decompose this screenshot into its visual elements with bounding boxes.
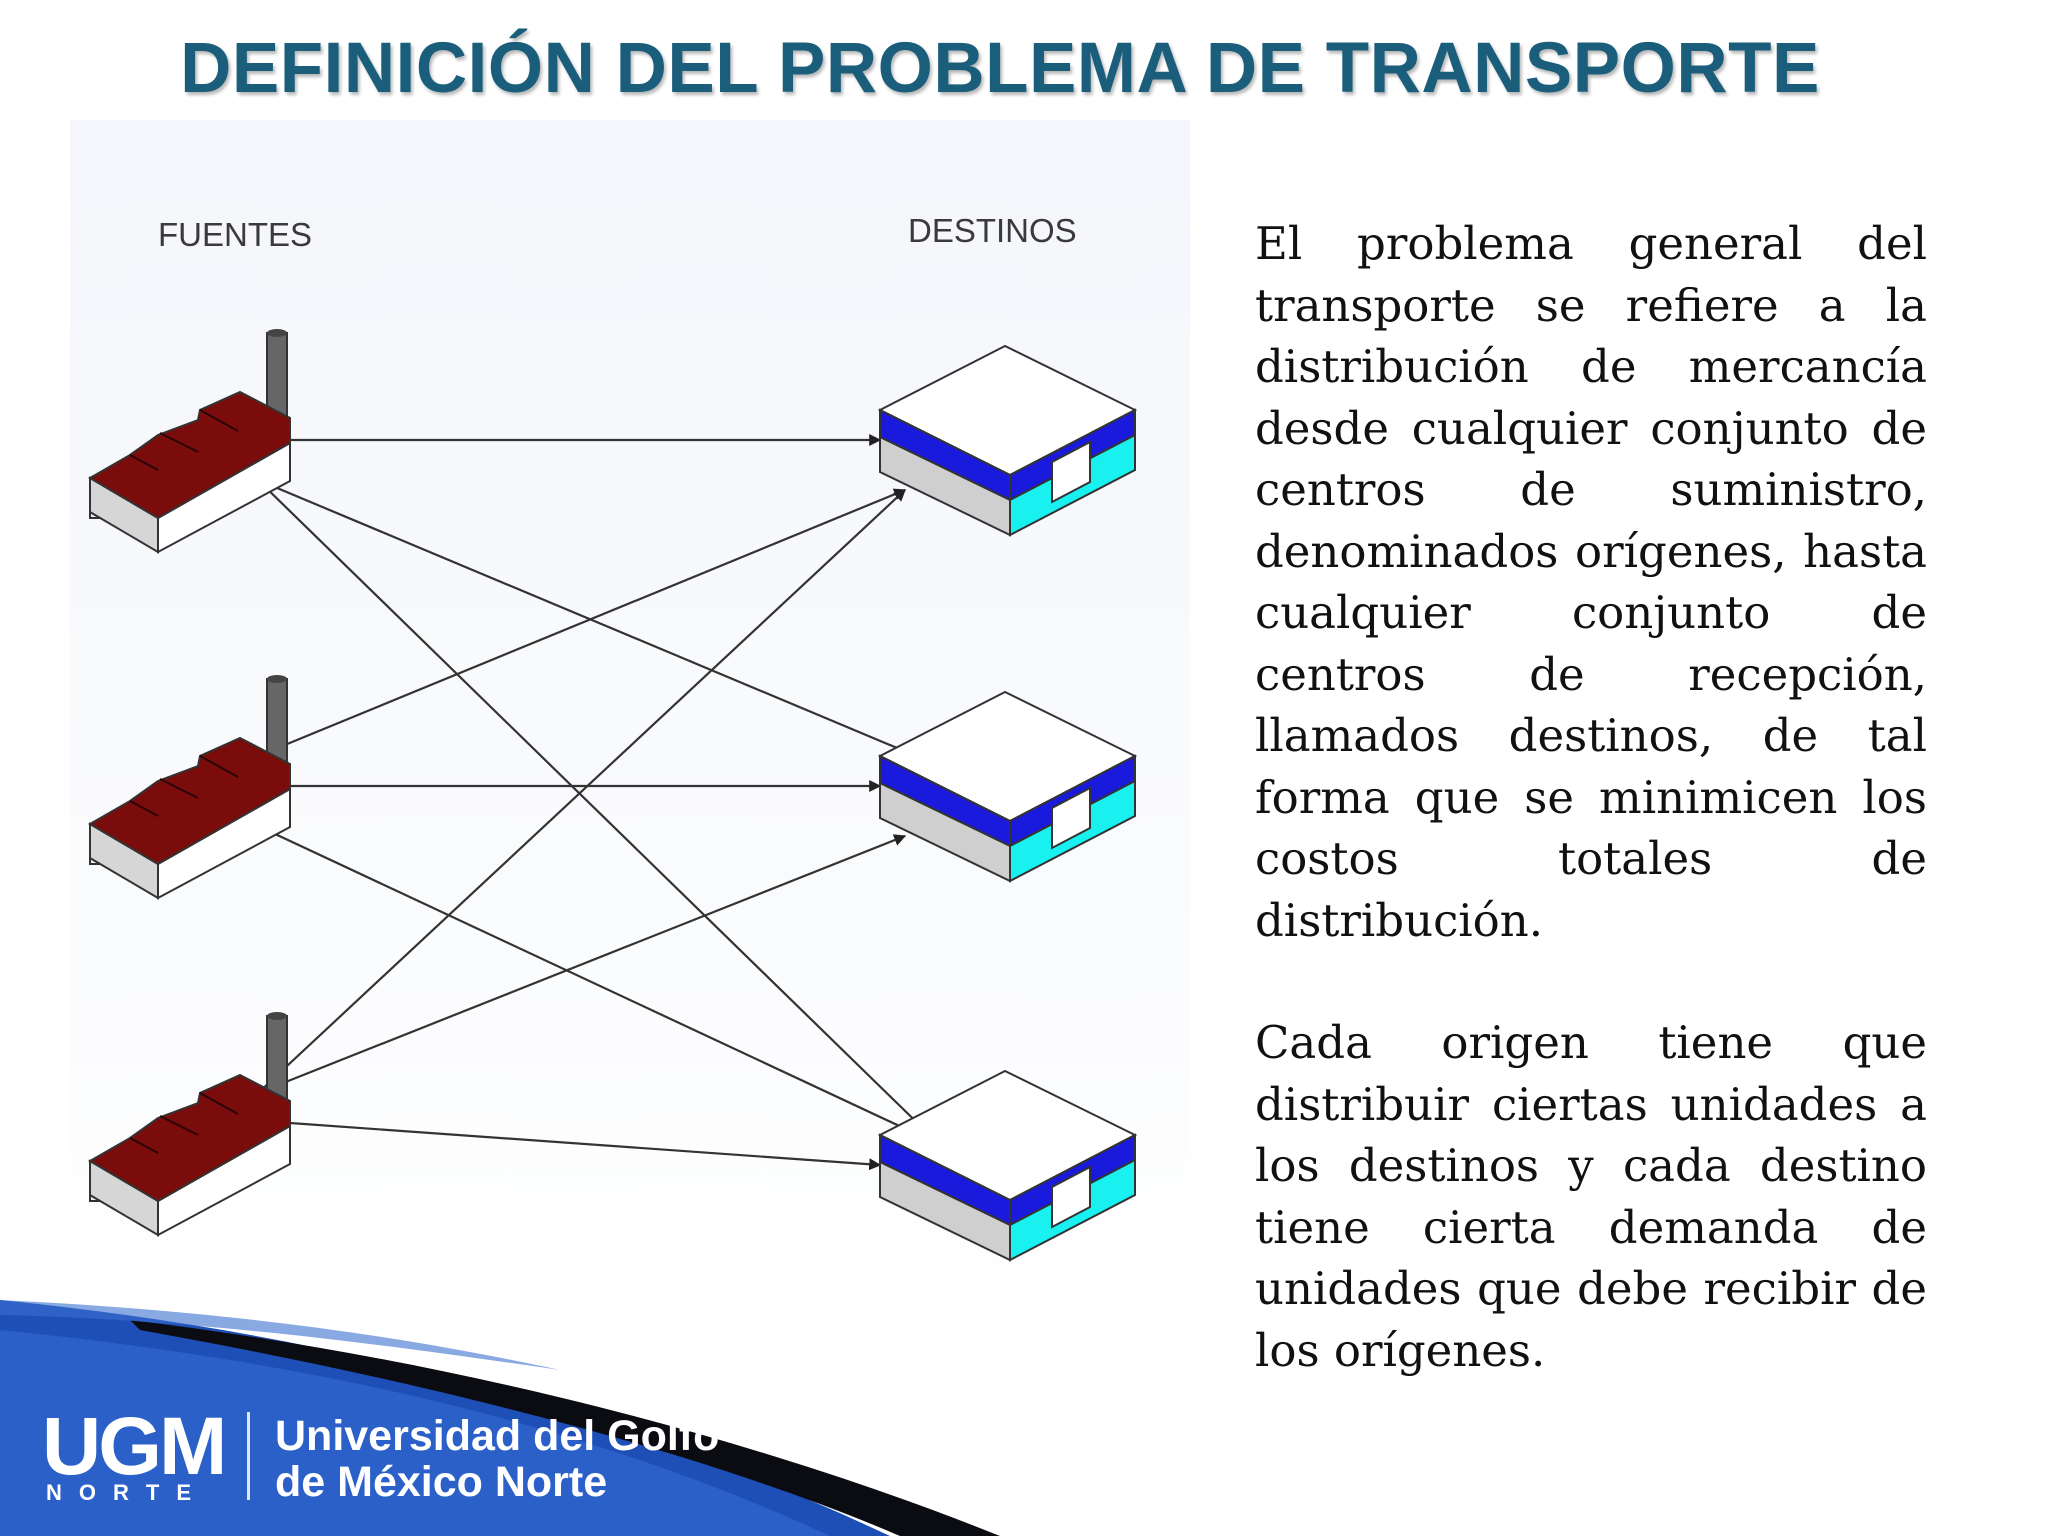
arrow-f2-d3: [257, 825, 942, 1146]
paragraph-definition: El problema general del transporte se re…: [1255, 217, 1927, 947]
route-arrows: [257, 434, 942, 1171]
paragraph-supply-demand: Cada origen tiene que distribuir ciertas…: [1255, 1016, 1927, 1377]
factory-icon-2: [88, 675, 291, 900]
destinations-group: [877, 344, 1138, 1262]
arrow-f2-d1: [257, 488, 907, 758]
sources-group: [88, 329, 291, 1237]
description-text: El problema general del transporte se re…: [1255, 213, 1927, 1381]
arrow-f3-d1: [257, 489, 906, 1094]
factory-icon-1: [88, 329, 291, 554]
logo-letters: UGM: [42, 1401, 224, 1492]
factory-icon-3: [88, 1012, 291, 1237]
arrow-f1-d2: [257, 478, 942, 768]
arrow-f3-d3: [289, 1121, 882, 1171]
warehouse-icon-3: [877, 1069, 1138, 1262]
university-name-line1: Universidad del Golfo: [275, 1412, 719, 1460]
logo-divider: [247, 1412, 250, 1500]
arrow-f1-d3: [257, 479, 941, 1146]
footer-logo: UGM NORTE Universidad del Golfo de Méxic…: [42, 1401, 719, 1506]
destinations-label: DESTINOS: [908, 212, 1077, 249]
warehouse-icon-2: [877, 690, 1138, 883]
warehouse-icon-1: [877, 344, 1138, 537]
footer-band: [0, 1300, 1000, 1536]
university-name-line2: de México Norte: [275, 1458, 607, 1506]
sources-label: FUENTES: [158, 216, 312, 253]
logo-sub: NORTE: [46, 1480, 208, 1505]
slide-title: DEFINICIÓN DEL PROBLEMA DE TRANSPORTE: [180, 29, 1820, 108]
arrow-f3-d2: [257, 834, 907, 1095]
